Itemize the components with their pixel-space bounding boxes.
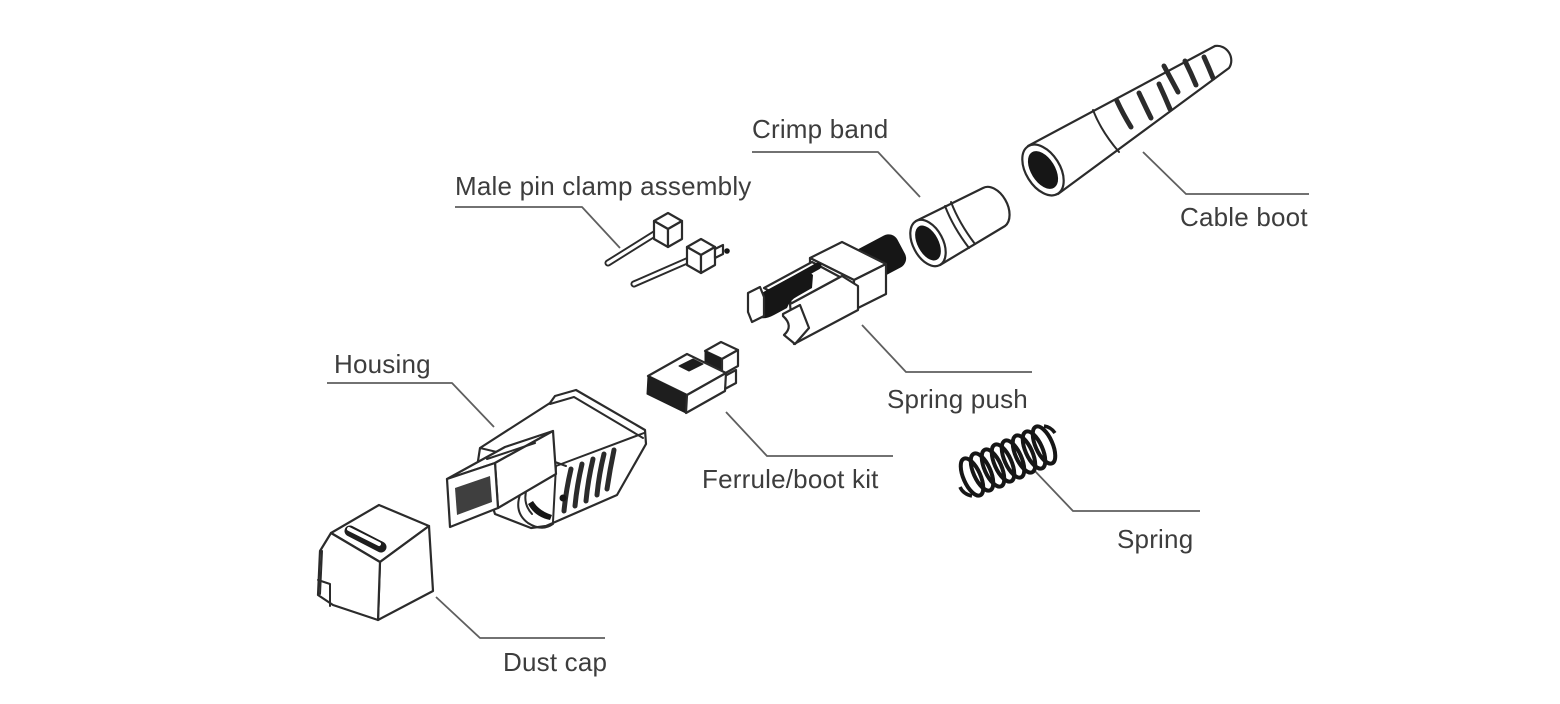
label-male-pin-clamp-assembly: Male pin clamp assembly <box>455 171 752 201</box>
label-dust-cap: Dust cap <box>503 647 608 677</box>
leader-crimp-band <box>752 151 921 198</box>
label-cable-boot: Cable boot <box>1180 202 1308 232</box>
leader-male-pin-clamp <box>455 206 621 249</box>
dust-cap-drawing <box>316 503 435 622</box>
leader-cable-boot <box>1142 151 1309 195</box>
leader-housing <box>327 382 495 428</box>
ferrule-boot-kit-drawing <box>646 340 740 415</box>
label-ferrule-boot-kit: Ferrule/boot kit <box>702 464 879 494</box>
leader-dust-cap <box>435 596 605 639</box>
cable-boot-drawing <box>1021 44 1233 197</box>
leader-spring-push <box>861 324 1032 373</box>
label-spring: Spring <box>1117 524 1194 554</box>
leader-ferrule-boot-kit <box>725 411 893 457</box>
male-pin-clamp-assembly-drawing <box>604 211 730 288</box>
spring-drawing <box>958 424 1058 498</box>
leader-lines <box>327 151 1309 639</box>
crimp-band-drawing <box>909 185 1011 268</box>
housing-drawing <box>445 388 648 530</box>
leader-spring <box>1032 468 1200 512</box>
spring-push-drawing <box>746 234 907 346</box>
label-housing: Housing <box>334 349 431 379</box>
label-spring-push: Spring push <box>887 384 1028 414</box>
label-crimp-band: Crimp band <box>752 114 889 144</box>
